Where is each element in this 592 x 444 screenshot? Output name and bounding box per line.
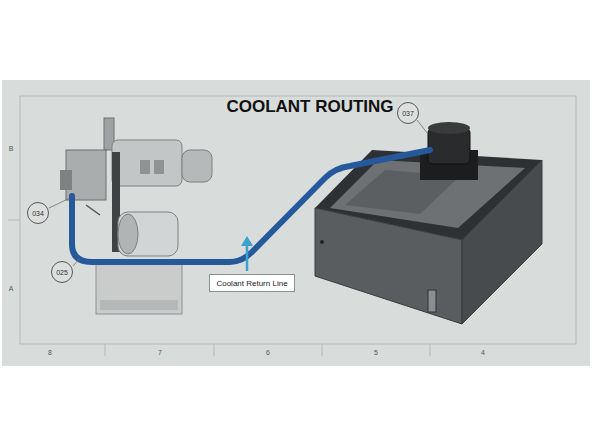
pump-cap: [428, 122, 470, 134]
spindle-nose: [182, 150, 212, 182]
slot: [140, 160, 150, 174]
grid-reference: 8: [48, 349, 52, 356]
grid-reference: 6: [266, 349, 270, 356]
tick: [105, 344, 106, 356]
node-text: Coolant Return Line: [216, 279, 287, 288]
grid-reference: A: [9, 285, 14, 292]
pointer-arrow: [246, 244, 249, 271]
fitting: [86, 205, 100, 215]
machine: [60, 118, 212, 314]
grid-reference: 4: [481, 349, 485, 356]
leader-line: [73, 258, 80, 266]
callout-number: 037: [397, 102, 419, 124]
tick: [322, 344, 323, 356]
note-box: Coolant Return Line: [209, 274, 294, 292]
diagram-title: COOLANT ROUTING: [226, 97, 393, 117]
callout-number: 034: [27, 202, 49, 224]
tank-front: [315, 208, 462, 324]
base-shadow: [100, 300, 178, 310]
slot: [154, 160, 164, 174]
tank-side: [462, 160, 542, 324]
node-text: 034: [32, 210, 44, 217]
coolant-hose: [72, 150, 430, 262]
tick: [8, 220, 20, 221]
drawing-frame: [20, 96, 576, 344]
grid-reference: 5: [374, 349, 378, 356]
grid-reference: B: [9, 145, 14, 152]
motor-end: [118, 214, 138, 254]
tick: [430, 344, 431, 356]
tank-connector: [428, 290, 436, 312]
machine-base: [96, 262, 182, 314]
motor: [118, 212, 178, 256]
spindle-housing: [112, 140, 182, 186]
leader-line: [417, 120, 428, 134]
leader-lines: [49, 120, 428, 266]
paper: [2, 80, 590, 366]
grid-reference: 7: [158, 349, 162, 356]
coolant-tank: [315, 150, 542, 324]
leader-line: [49, 198, 70, 208]
tank-hole: [320, 240, 324, 244]
callout-number: 025: [51, 261, 73, 283]
node-text: 025: [56, 269, 68, 276]
pointer-head: [241, 236, 253, 246]
node-text: 037: [402, 110, 414, 117]
bracket: [60, 170, 72, 190]
tick: [214, 344, 215, 356]
